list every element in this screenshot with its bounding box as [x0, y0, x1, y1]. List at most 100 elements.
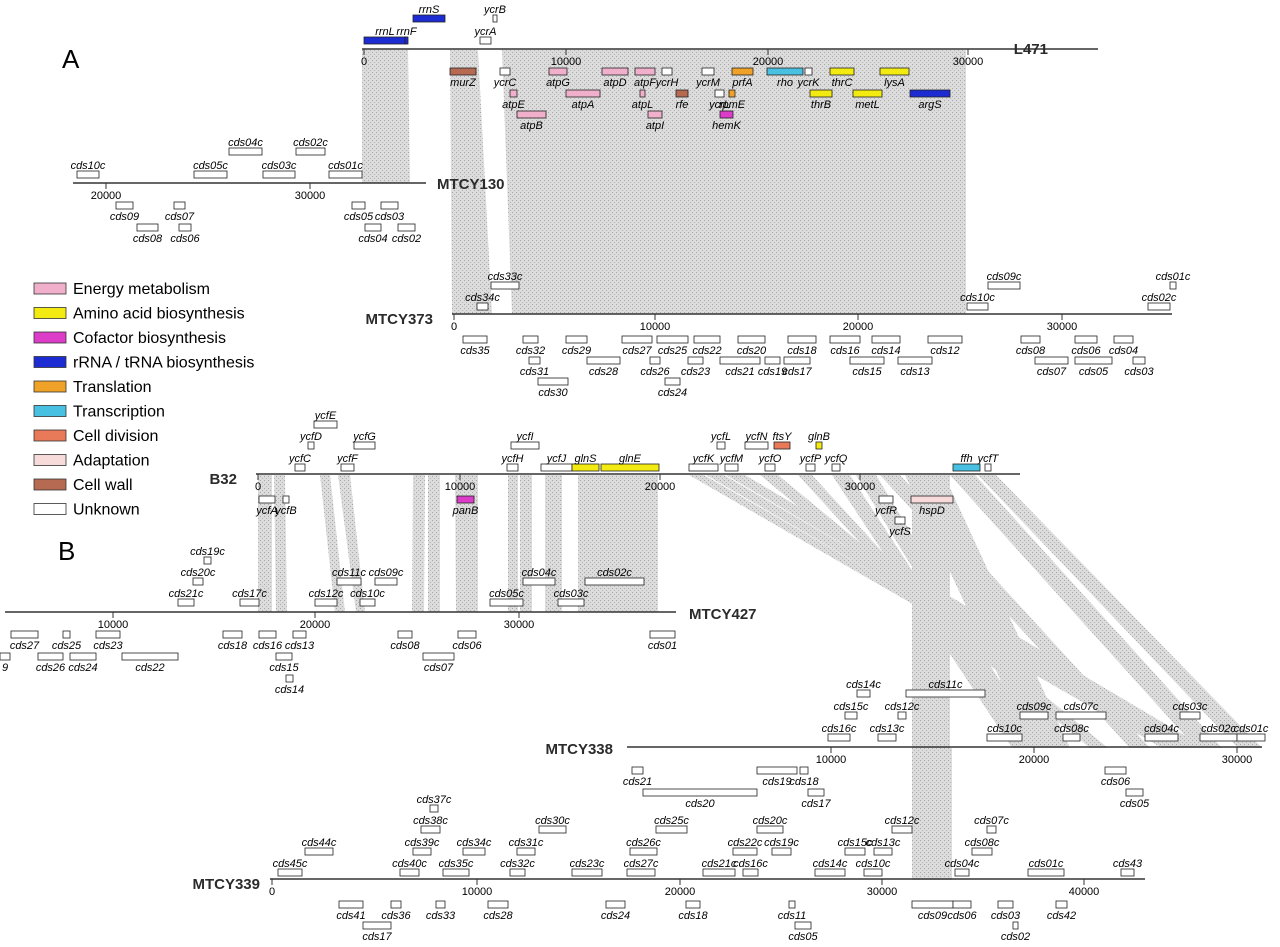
gene-label: ycfH — [501, 453, 524, 465]
gene-box-thrc — [829, 67, 855, 76]
gene-box-cds34c — [476, 302, 489, 311]
gene-box-cds03c — [1179, 711, 1201, 720]
gene-box-cds13 — [292, 630, 307, 639]
gene-label: cds09 — [918, 910, 947, 922]
gene-label: cds17c — [232, 588, 267, 600]
gene-box-cds17 — [362, 921, 392, 930]
gene-box-ycfo — [764, 463, 776, 472]
gene-label: cds12c — [885, 815, 920, 827]
gene-label: cds39c — [405, 837, 440, 849]
gene-box-ycfq — [831, 463, 841, 472]
tick-label: 20000 — [645, 481, 676, 493]
gene-label: cds08 — [390, 640, 420, 652]
gene-box-atpl — [639, 89, 646, 98]
track-name-mtcy427: MTCY427 — [689, 606, 757, 623]
legend-swatch-wall — [33, 478, 67, 491]
gene-label: cds08 — [1016, 345, 1046, 357]
gene-box-ycra — [479, 36, 492, 45]
gene-label: cds01c — [1156, 271, 1191, 283]
gene-label: rrnF — [396, 26, 417, 38]
gene-label: atpB — [520, 120, 543, 132]
legend-swatch-transcription — [33, 405, 67, 417]
gene-box-cds35 — [462, 335, 488, 344]
gene-box-cds17c — [239, 598, 260, 607]
gene-box-rrnl — [363, 36, 407, 45]
gene-box-hspd — [910, 495, 954, 504]
gene-label: cds05 — [1079, 366, 1109, 378]
gene-label: prfA — [731, 77, 752, 89]
gene-label: cds23 — [681, 366, 711, 378]
gene-label: thrC — [832, 77, 853, 89]
gene-label: cds21 — [725, 366, 754, 378]
homology-band — [258, 475, 272, 612]
gene-box-cds39c — [412, 847, 432, 856]
gene-box-hemk — [719, 110, 734, 119]
gene-label: lysA — [884, 77, 905, 89]
gene-label: cds12 — [930, 345, 959, 357]
gene-label: ycfC — [288, 453, 311, 465]
gene-label: cds14c — [846, 679, 881, 691]
gene-box-ycrc — [499, 67, 511, 76]
gene-box-cds31c — [516, 847, 536, 856]
gene-label: cds09c — [1017, 701, 1052, 713]
gene-label: cds14 — [871, 345, 900, 357]
gene-box-cds10c — [986, 733, 1023, 742]
gene-label: cds05c — [193, 160, 228, 172]
gene-label: cds07 — [165, 211, 195, 223]
gene-box-cds06 — [952, 900, 972, 909]
gene-label: atpD — [603, 77, 626, 89]
homology-band — [726, 475, 1206, 748]
gene-box-cds24 — [69, 652, 97, 661]
gene-box-cds19 — [764, 356, 781, 365]
gene-box-cds07 — [1034, 356, 1069, 365]
gene-box-cds07c — [986, 825, 997, 834]
gene-label: cds34c — [457, 837, 492, 849]
tick-label: 10000 — [462, 886, 493, 898]
gene-box-cds22c — [732, 847, 758, 856]
gene-label: ftsY — [773, 431, 793, 443]
gene-label: cds10c — [350, 588, 385, 600]
gene-box-ycfk — [688, 463, 719, 472]
gene-box-rho — [766, 67, 804, 76]
gene-label: ycfA — [255, 505, 277, 517]
gene-box-cds41 — [338, 900, 364, 909]
gene-label: ycrB — [483, 4, 506, 16]
gene-box-cds32 — [522, 335, 539, 344]
gene-label: cds32c — [500, 858, 535, 870]
gene-label: cds19c — [190, 546, 225, 558]
gene-label: cds25 — [52, 640, 82, 652]
gene-label: cds19 — [758, 366, 787, 378]
gene-label: cds21c — [702, 858, 737, 870]
gene-box-cds19c — [771, 847, 792, 856]
gene-label: cds05 — [344, 211, 374, 223]
gene-label: ycfK — [692, 453, 715, 465]
tick-label: 0 — [255, 481, 261, 493]
gene-label: ycfJ — [546, 453, 567, 465]
gene-box-cds15 — [275, 652, 293, 661]
gene-label: ycfR — [874, 505, 897, 517]
gene-box-cds24 — [664, 377, 681, 386]
gene-label: cds13c — [866, 837, 901, 849]
tick-label: 0 — [269, 886, 275, 898]
gene-box-cds05c — [489, 598, 524, 607]
gene-label: cds12c — [885, 701, 920, 713]
gene-box-cds08 — [1020, 335, 1041, 344]
track-name-mtcy338: MTCY338 — [545, 741, 613, 758]
gene-box-atpi — [647, 110, 663, 119]
gene-label: cds01 — [648, 640, 677, 652]
gene-box-ycrk — [804, 67, 813, 76]
gene-label: cds02c — [597, 567, 632, 579]
gene-box-cds01c — [1027, 868, 1065, 877]
gene-label: cds15 — [852, 366, 882, 378]
tick-label: 30000 — [845, 481, 876, 493]
gene-label: rho — [777, 77, 793, 89]
gene-box-ycfi — [510, 441, 540, 450]
gene-box-ycrl — [714, 89, 725, 98]
gene-box-cds05c — [193, 170, 228, 179]
gene-label: cds18 — [789, 776, 819, 788]
gene-box-ycrh — [661, 67, 673, 76]
legend-label-division: Cell division — [73, 428, 158, 445]
tick-label: 0 — [451, 321, 457, 333]
gene-box-cds16 — [829, 335, 861, 344]
gene-box-cds04c — [522, 577, 556, 586]
